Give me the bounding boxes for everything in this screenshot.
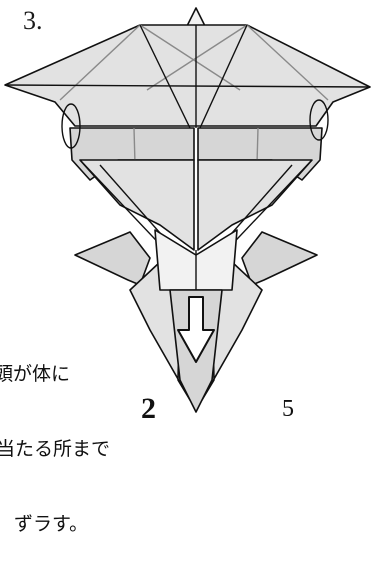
top-diamond-flap: [5, 25, 370, 126]
right-fin: [242, 232, 317, 285]
right-torso: [198, 160, 312, 250]
partial-step-mark: 2: [141, 392, 156, 426]
instruction-line: ずラす。: [14, 512, 110, 537]
origami-diagram-step: 3. 頭が体に 当たる所まで ずラす。 2 5: [0, 0, 382, 416]
instruction-line: 頭が体に: [0, 362, 110, 387]
instruction-text: 頭が体に 当たる所まで ずラす。: [0, 312, 110, 587]
instruction-line: 当たる所まで: [0, 437, 110, 462]
left-torso: [80, 160, 194, 250]
step-number: 3.: [23, 6, 43, 36]
left-fin: [75, 232, 150, 285]
partial-step-mark: 5: [282, 396, 294, 423]
